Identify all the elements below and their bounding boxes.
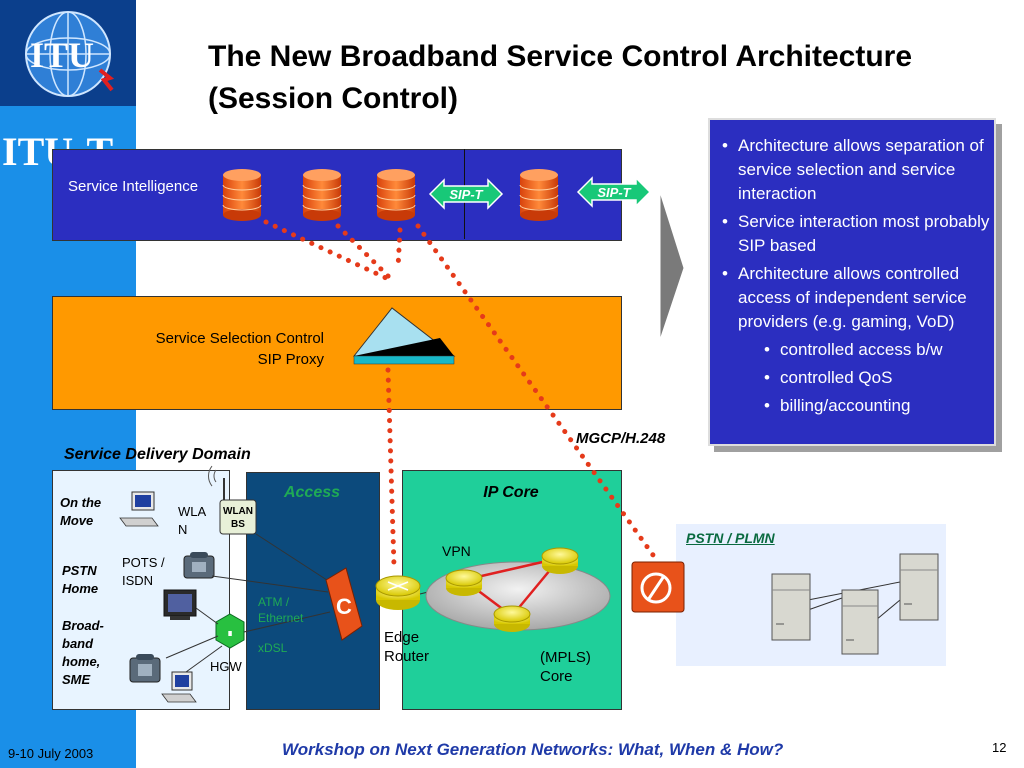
telephone-icon bbox=[183, 552, 215, 579]
footer-workshop-title: Workshop on Next Generation Networks: Wh… bbox=[282, 740, 784, 759]
service-intelligence-label: Service Intelligence bbox=[68, 178, 199, 195]
service-selection-line-1: Service Selection Control bbox=[155, 330, 324, 347]
bullet-item: Architecture allows controlled access of… bbox=[722, 262, 990, 334]
core-router-icon bbox=[445, 569, 483, 596]
edge-router-label: Edge Router bbox=[384, 629, 430, 665]
sip-t-arrow-2: SIP-T bbox=[576, 176, 652, 208]
service-database-icon bbox=[302, 169, 342, 221]
service-delivery-domain-label: Service Delivery Domain bbox=[64, 446, 251, 463]
edge-router-icon bbox=[375, 575, 421, 610]
sip-proxy-icon bbox=[352, 307, 456, 365]
media-gateway-icon bbox=[631, 561, 685, 613]
title-line-2: (Session Control) bbox=[208, 82, 459, 115]
footer-date: 9-10 July 2003 bbox=[8, 746, 94, 761]
svg-text:C: C bbox=[336, 594, 352, 619]
page-title: The New Broadband Service Control Archit… bbox=[208, 36, 912, 120]
telephone-icon bbox=[129, 654, 161, 683]
core-router-icon bbox=[541, 547, 579, 574]
signaling-link bbox=[263, 219, 389, 281]
hgw-icon: ∎ bbox=[215, 613, 245, 649]
mgcp-label: MGCP/H.248 bbox=[576, 430, 666, 447]
sip-t-arrow-1: SIP-T bbox=[428, 178, 504, 210]
mpls-core-label: (MPLS) Core bbox=[540, 649, 591, 685]
pots-isdn-label: POTS / ISDN bbox=[122, 555, 165, 588]
bullet-box: Architecture allows separation of servic… bbox=[708, 118, 996, 446]
broadband-home-label: Broad-band home, SME bbox=[62, 618, 104, 687]
signaling-link bbox=[415, 223, 661, 565]
sub-bullet-item: controlled QoS bbox=[764, 366, 990, 390]
computer-icon bbox=[161, 671, 197, 703]
access-network-area bbox=[246, 472, 380, 710]
globe-icon bbox=[25, 11, 115, 97]
service-database-icon bbox=[222, 169, 262, 221]
signaling-links bbox=[263, 219, 661, 569]
page-number: 12 bbox=[992, 740, 1007, 755]
signaling-link bbox=[395, 227, 403, 271]
service-selection-layer bbox=[52, 296, 622, 410]
server-icon bbox=[771, 573, 811, 641]
wlan-label: WLAN bbox=[178, 504, 207, 537]
big-arrow-icon bbox=[659, 191, 685, 341]
pstn-home-label: PSTN Home bbox=[62, 563, 99, 596]
user-connections bbox=[165, 533, 331, 673]
atm-ethernet-label: ATM / Ethernet bbox=[258, 595, 304, 625]
signaling-link bbox=[385, 367, 397, 569]
sub-bullet-item: billing/accounting bbox=[764, 394, 990, 418]
core-router-icon bbox=[493, 605, 531, 632]
sub-bullet-item: controlled access b/w bbox=[764, 338, 990, 362]
service-selection-label: Service Selection Control SIP Proxy bbox=[100, 328, 324, 370]
server-icon bbox=[899, 553, 939, 621]
wlan-antenna-icon bbox=[208, 465, 225, 500]
vpn-label: VPN bbox=[442, 543, 471, 559]
access-gateway-icon: C bbox=[325, 567, 363, 641]
sip-t-label-2: SIP-T bbox=[597, 185, 631, 200]
bullet-item: Service interaction most probably SIP ba… bbox=[722, 210, 990, 258]
pstn-plmn-title: PSTN / PLMN bbox=[686, 530, 775, 546]
service-selection-line-2: SIP Proxy bbox=[257, 351, 324, 368]
logo-text: ITU bbox=[30, 35, 95, 75]
itu-logo: ITU bbox=[0, 0, 136, 106]
server-icon bbox=[841, 589, 879, 655]
xdsl-label: xDSL bbox=[258, 641, 288, 655]
service-database-icon bbox=[519, 169, 559, 221]
title-line-1: The New Broadband Service Control Archit… bbox=[208, 40, 913, 73]
bullet-item: Architecture allows separation of servic… bbox=[722, 134, 990, 206]
access-title: Access bbox=[283, 484, 341, 501]
ip-core-title: IP Core bbox=[483, 484, 539, 501]
sip-t-label-1: SIP-T bbox=[449, 187, 483, 202]
signaling-link bbox=[335, 223, 393, 281]
hgw-label: HGW bbox=[210, 659, 242, 674]
computer-icon bbox=[119, 491, 159, 527]
service-database-icon bbox=[376, 169, 416, 221]
on-the-move-label: On the Move bbox=[60, 495, 102, 528]
television-icon bbox=[163, 589, 197, 620]
svg-text:∎: ∎ bbox=[227, 628, 233, 639]
